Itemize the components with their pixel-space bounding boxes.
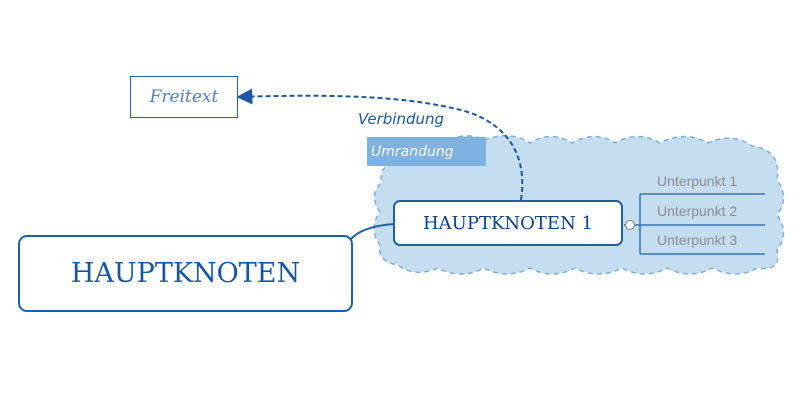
subtopic-node[interactable]: HAUPTKNOTEN 1	[393, 200, 623, 246]
freetext-label: Freitext	[149, 87, 219, 107]
boundary-label-text: Umrandung	[371, 143, 454, 160]
subtopic-label: HAUPTKNOTEN 1	[422, 212, 593, 234]
main-to-sub-connector	[349, 223, 396, 241]
boundary-label[interactable]: Umrandung	[367, 137, 486, 166]
child-topic-3[interactable]: Unterpunkt 3	[657, 232, 738, 248]
main-topic-node[interactable]: HAUPTKNOTEN	[18, 235, 353, 312]
freetext-node[interactable]: Freitext	[130, 76, 238, 118]
main-topic-label: HAUPTKNOTEN	[70, 258, 301, 289]
relationship-label[interactable]: Verbindung	[358, 110, 445, 128]
relationship-line[interactable]	[236, 88, 524, 201]
collapse-toggle[interactable]	[624, 219, 636, 231]
child-topic-1[interactable]: Unterpunkt 1	[657, 173, 738, 189]
child-topic-2[interactable]: Unterpunkt 2	[657, 203, 738, 219]
